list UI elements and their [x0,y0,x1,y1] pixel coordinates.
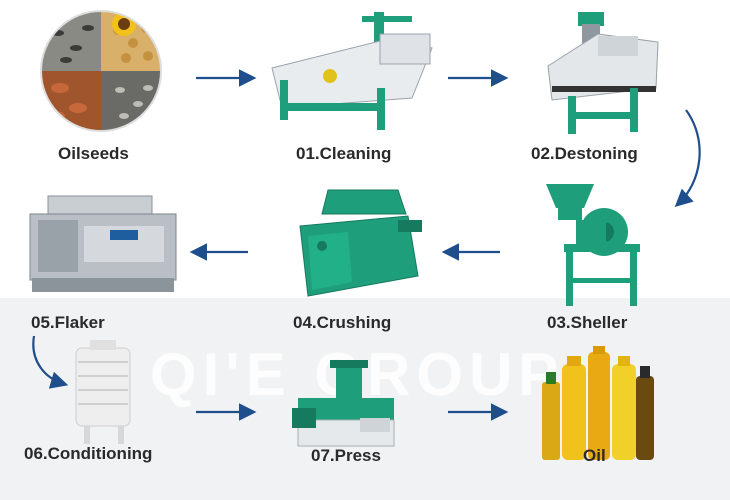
label-oilseeds: Oilseeds [58,144,129,163]
label-cleaning: 01.Cleaning [296,144,392,163]
crusher-machine-image [299,189,422,297]
label-conditioning: 06.Conditioning [24,444,153,463]
label-flaker: 05.Flaker [31,313,105,332]
step-oil [538,342,658,464]
label-crushing: 04.Crushing [293,313,392,332]
sheller-machine-image [546,184,640,306]
cleaning-machine-image [271,12,433,130]
label-press: 07.Press [311,446,381,465]
destoner-machine-image [547,12,659,134]
step-cleaning [262,8,442,136]
conditioner-machine-image [75,340,131,444]
label-oil: Oil [583,446,606,465]
oilseeds-image [40,10,162,132]
step-sheller [540,182,660,310]
label-destoning: 02.Destoning [531,144,638,163]
arrow-destoning-to-sheller [674,109,701,207]
oil-press-machine-image [292,360,395,447]
step-conditioning [66,338,142,448]
step-crushing [278,186,428,306]
label-sheller: 03.Sheller [547,313,628,332]
oil-bottles-image [542,346,654,460]
step-flaker [28,190,178,306]
step-press [290,358,400,458]
step-destoning [538,8,668,136]
flaker-machine-image [29,195,177,292]
step-oilseeds [38,8,164,134]
